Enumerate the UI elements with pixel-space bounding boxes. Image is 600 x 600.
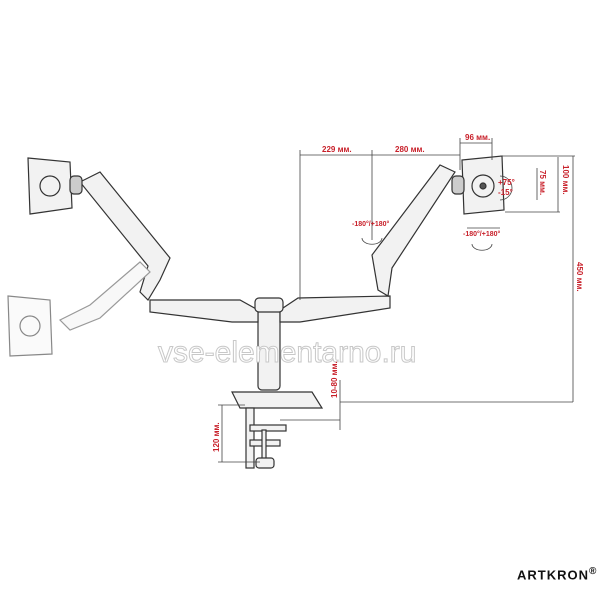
arm-segment-2-label: 280 мм. bbox=[395, 145, 425, 154]
clamp-bar bbox=[245, 407, 255, 469]
vesa-75-label: 75 мм. bbox=[538, 170, 547, 196]
vesa-100-label: 100 мм. bbox=[561, 165, 570, 195]
tilt-down-label: -15° bbox=[498, 188, 513, 197]
head-offset-label: 96 мм. bbox=[465, 133, 491, 142]
clamp-screw bbox=[261, 429, 267, 461]
base-plate bbox=[231, 391, 324, 409]
clamp-height-label: 120 мм. bbox=[212, 422, 221, 452]
brand-name: ARTKRON bbox=[517, 567, 589, 583]
left-lower-arm bbox=[149, 299, 259, 323]
left-lower-gas-arm bbox=[58, 261, 151, 331]
arm-swivel-label: -180°/+180° bbox=[352, 221, 390, 228]
right-lower-arm bbox=[279, 295, 391, 323]
tilt-up-label: +75° bbox=[498, 178, 515, 187]
clamp-plate bbox=[249, 424, 287, 432]
right-gas-arm bbox=[371, 164, 456, 297]
desk-thickness-label: 10-80 мм. bbox=[330, 361, 339, 398]
head-swivel-label: -180°/+180° bbox=[463, 231, 501, 238]
pole-cap bbox=[254, 297, 284, 313]
watermark: vse-elementarno.ru bbox=[157, 336, 417, 370]
registered-mark: ® bbox=[589, 566, 598, 577]
arm-segment-1-label: 229 мм. bbox=[322, 145, 352, 154]
dimension-lines bbox=[218, 138, 575, 463]
height-450-label: 450 мм. bbox=[575, 262, 584, 292]
brand-logo: ARTKRON® bbox=[517, 566, 597, 582]
clamp-knob bbox=[255, 457, 275, 469]
